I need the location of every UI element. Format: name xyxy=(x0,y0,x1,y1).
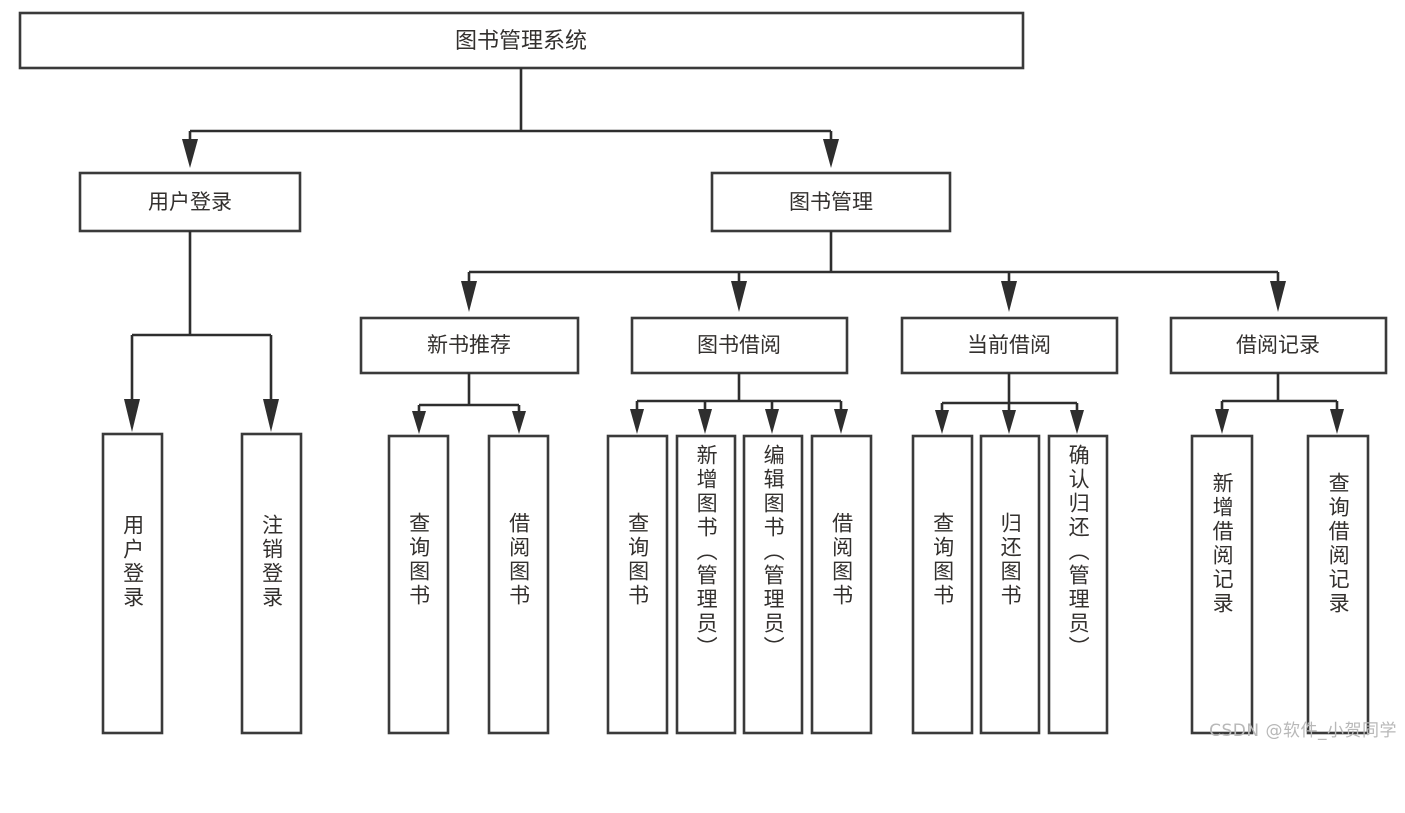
connector-user-login-to-leaves xyxy=(124,231,279,432)
leaf-box-user-login[interactable] xyxy=(101,432,164,735)
connector-book-management-to-level3 xyxy=(461,231,1286,312)
node-book-borrow[interactable]: 图书借阅 xyxy=(630,316,849,375)
leaf-box-add-book-admin[interactable] xyxy=(675,434,737,735)
node-current-borrow[interactable]: 当前借阅 xyxy=(900,316,1119,375)
leaf-box-add-borrow-record[interactable] xyxy=(1190,434,1254,735)
arrow-head-icon xyxy=(124,399,140,432)
node-user-login[interactable]: 用户登录 xyxy=(78,171,302,233)
arrow-head-icon xyxy=(935,410,949,434)
arrow-head-icon xyxy=(731,281,747,312)
connector-borrow-record-to-leaves xyxy=(1215,373,1344,434)
node-book-management-label: 图书管理 xyxy=(789,190,873,214)
diagram-canvas: 图书管理系统 用户登录 图书管理 xyxy=(18,11,1388,735)
leaf-box-query-book-2[interactable] xyxy=(606,434,669,735)
leaf-box-query-borrow-record[interactable] xyxy=(1306,434,1370,735)
leaf-box-confirm-return-admin[interactable] xyxy=(1047,434,1109,735)
arrow-head-icon xyxy=(630,409,644,434)
node-current-borrow-label: 当前借阅 xyxy=(967,333,1051,357)
connector-current-borrow-to-leaves xyxy=(935,373,1084,434)
node-root[interactable]: 图书管理系统 xyxy=(18,11,1025,70)
arrow-head-icon xyxy=(263,399,279,432)
node-borrow-record-label: 借阅记录 xyxy=(1236,333,1320,357)
leaf-box-query-book-3[interactable] xyxy=(911,434,974,735)
node-user-login-box xyxy=(78,171,302,233)
connector-new-book-recommend-to-leaves xyxy=(412,373,526,434)
arrow-head-icon xyxy=(461,281,477,312)
node-user-login-label: 用户登录 xyxy=(148,190,232,214)
node-current-borrow-box xyxy=(900,316,1119,375)
connector-root-to-level2 xyxy=(182,68,839,168)
arrow-head-icon xyxy=(1070,410,1084,434)
node-borrow-record[interactable]: 借阅记录 xyxy=(1169,316,1388,375)
connector-book-borrow-to-leaves xyxy=(630,373,848,434)
arrow-head-icon xyxy=(1270,281,1286,312)
diagram-root: 图书管理系统 用户登录 图书管理 xyxy=(18,11,1397,741)
node-root-box xyxy=(18,11,1025,70)
node-book-borrow-label: 图书借阅 xyxy=(697,333,781,357)
arrow-head-icon xyxy=(412,411,426,434)
node-book-management[interactable]: 图书管理 xyxy=(710,171,952,233)
arrow-head-icon xyxy=(1001,281,1017,312)
leaf-box-logout[interactable] xyxy=(240,432,303,735)
arrow-head-icon xyxy=(823,139,839,168)
arrow-head-icon xyxy=(182,139,198,168)
arrow-head-icon xyxy=(765,409,779,434)
leaf-box-return-book[interactable] xyxy=(979,434,1041,735)
arrow-head-icon xyxy=(698,409,712,434)
arrow-head-icon xyxy=(1215,409,1229,434)
node-new-book-recommend-box xyxy=(359,316,580,375)
arrow-head-icon xyxy=(1330,409,1344,434)
arrow-head-icon xyxy=(1002,410,1016,434)
node-new-book-recommend-label: 新书推荐 xyxy=(427,333,511,357)
arrow-head-icon xyxy=(512,411,526,434)
node-root-label: 图书管理系统 xyxy=(455,29,587,54)
node-new-book-recommend[interactable]: 新书推荐 xyxy=(359,316,580,375)
csdn-watermark: CSDN @软件_小贺同学 xyxy=(1209,721,1397,741)
arrow-head-icon xyxy=(834,409,848,434)
leaf-box-query-book-1[interactable] xyxy=(387,434,450,735)
leaf-box-borrow-book-1[interactable] xyxy=(487,434,550,735)
leaf-box-edit-book-admin[interactable] xyxy=(742,434,804,735)
leaf-box-borrow-book-2[interactable] xyxy=(810,434,873,735)
